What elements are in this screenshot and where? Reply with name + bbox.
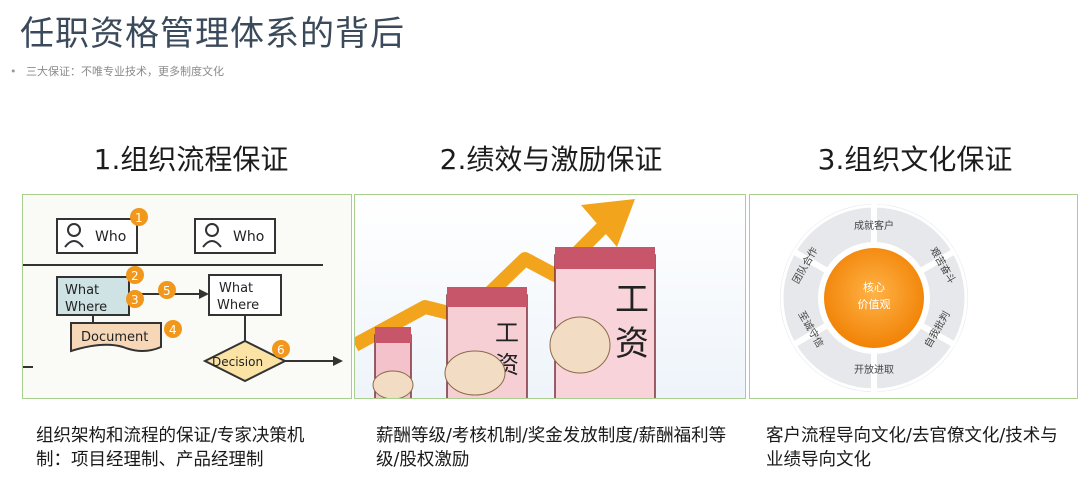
core-label-line2: 价值观 (858, 298, 891, 311)
svg-text:工: 工 (495, 319, 519, 347)
arrow-head-icon (199, 289, 209, 299)
column-heading-2: 2.绩效与激励保证 (439, 143, 663, 176)
number-badge-5: 5 (158, 281, 176, 299)
decision-label: Decision (212, 355, 263, 369)
number-badge-6: 6 (272, 340, 290, 358)
svg-text:5: 5 (163, 284, 171, 298)
svg-text:资: 资 (615, 324, 649, 364)
svg-text:4: 4 (169, 323, 177, 337)
salary-illustration: 资 工 资 工 资 (355, 199, 656, 398)
column-heading-3: 3.组织文化保证 (817, 143, 1013, 176)
column-description-2: 薪酬等级/考核机制/奖金发放制度/薪酬福利等级/股权激励 (376, 426, 727, 470)
core-label-line1: 核心 (863, 280, 885, 294)
document-label: Document (81, 330, 148, 345)
who-label-right: Who (233, 229, 264, 245)
number-badge-4: 4 (164, 320, 182, 338)
svg-text:6: 6 (277, 343, 285, 357)
number-badge-3: 3 (126, 290, 144, 308)
what-where-box-right (208, 274, 282, 316)
process-diagram: Who Who What Where What Where Document D… (23, 208, 343, 383)
decision-diamond (202, 339, 288, 383)
number-badge-2: 2 (126, 266, 144, 284)
salary-illustration-panel: 资 工 资 工 资 (354, 194, 746, 399)
bullet-dot-icon: • (10, 64, 17, 78)
where-label-right: Where (217, 298, 259, 313)
subtitle-text: 三大保证：不唯专业技术，更多制度文化 (26, 65, 224, 78)
segment-label: 成就客户 (854, 219, 894, 232)
hand-icon (444, 350, 506, 396)
what-label-right: What (219, 281, 253, 296)
core-values-center (824, 248, 924, 348)
svg-text:2: 2 (131, 269, 139, 283)
column-description-1: 组织架构和流程的保证/专家决策机制：项目经理制、产品经理制 (36, 426, 305, 470)
svg-text:1: 1 (135, 211, 143, 225)
number-badge-1: 1 (130, 208, 148, 226)
where-label-left: Where (65, 300, 107, 315)
arrow-head-icon (581, 199, 635, 247)
culture-wheel-panel: 核心 价值观 成就客户 艰苦奋斗 自我批判 开放进取 至诚守信 团队合作 (749, 194, 1078, 399)
subtitle-bullet: • 三大保证：不唯专业技术，更多制度文化 (10, 63, 224, 79)
document-shape (70, 322, 162, 353)
process-diagram-panel: Who Who What Where What Where Document D… (22, 194, 352, 399)
person-icon (64, 223, 84, 248)
what-label-left: What (65, 283, 99, 298)
segment-label: 开放进取 (854, 363, 894, 376)
column-description-3: 客户流程导向文化/去官僚文化/技术与业绩导向文化 (766, 426, 1058, 470)
person-icon (202, 223, 222, 248)
hand-icon (549, 316, 611, 374)
core-values-wheel: 核心 价值观 成就客户 艰苦奋斗 自我批判 开放进取 至诚守信 团队合作 (780, 204, 968, 392)
svg-text:3: 3 (131, 293, 139, 307)
who-label-left: Who (95, 229, 126, 245)
arrow-head-icon (333, 356, 343, 366)
svg-text:工: 工 (615, 280, 649, 320)
hand-icon (372, 370, 414, 398)
page-title: 任职资格管理体系的背后 (20, 14, 405, 54)
what-where-box-left (56, 276, 130, 316)
column-heading-1: 1.组织流程保证 (93, 143, 289, 176)
